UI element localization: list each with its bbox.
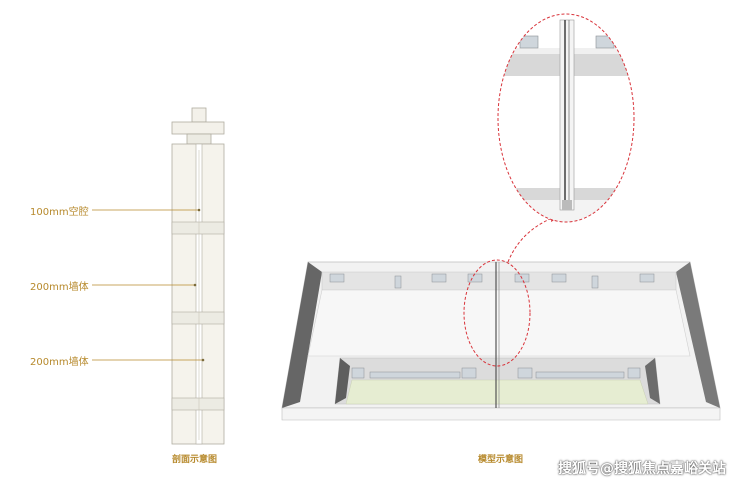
watermark: 搜狐号@搜狐焦点嘉峪关站 (558, 461, 726, 477)
building-model (281, 261, 721, 421)
model-caption: 模型示意图 (478, 455, 524, 465)
section-drawing (171, 107, 225, 445)
annotation-cavity: 100mm空腔 (30, 207, 89, 218)
section-caption: 剖面示意图 (172, 455, 218, 465)
leader-lines (92, 208, 205, 362)
magnified-detail (497, 13, 635, 223)
annotation-wall-1: 200mm墙体 (30, 282, 89, 293)
annotation-wall-2: 200mm墙体 (30, 357, 89, 368)
